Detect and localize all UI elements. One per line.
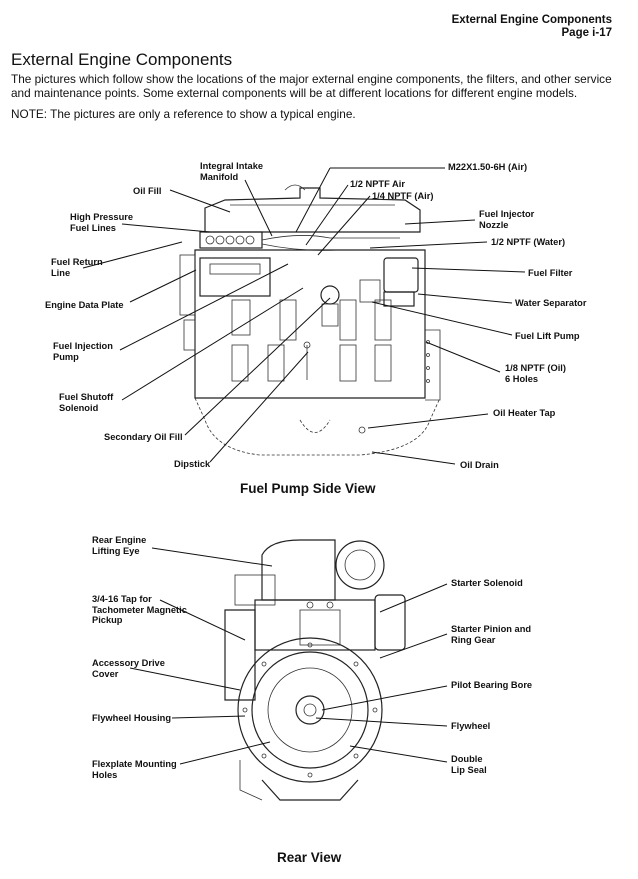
label-m22-air: M22X1.50-6H (Air) — [448, 162, 528, 172]
rear-view-engine-drawing — [224, 539, 406, 801]
label-half-nptf-air: 1/2 NPTF Air — [350, 179, 405, 189]
note-paragraph: NOTE: The pictures are only a reference … — [11, 107, 356, 121]
rear-view-leader-lines — [129, 547, 448, 765]
label-flywheel: Flywheel — [451, 721, 491, 731]
label-eighth-nptf-oil: 1/8 NPTF (Oil)6 Holes — [505, 363, 566, 384]
side-view-engine-drawing — [179, 184, 441, 456]
label-half-nptf-water: 1/2 NPTF (Water) — [491, 237, 566, 247]
label-fuel-filter: Fuel Filter — [528, 268, 573, 278]
label-engine-data-plate: Engine Data Plate — [45, 300, 124, 310]
caption-fuel-pump-side-view: Fuel Pump Side View — [240, 481, 376, 496]
label-starter-solenoid: Starter Solenoid — [451, 578, 523, 588]
label-secondary-oil-fill: Secondary Oil Fill — [104, 432, 183, 442]
caption-rear-view: Rear View — [277, 850, 342, 865]
label-oil-heater-tap: Oil Heater Tap — [493, 408, 556, 418]
label-water-separator: Water Separator — [515, 298, 587, 308]
label-oil-fill: Oil Fill — [133, 186, 162, 196]
label-oil-drain: Oil Drain — [460, 460, 499, 470]
header-page-number: Page i-17 — [561, 27, 613, 39]
header-section-title: External Engine Components — [451, 14, 612, 26]
label-flywheel-housing: Flywheel Housing — [92, 713, 172, 723]
intro-paragraph: The pictures which follow show the locat… — [11, 72, 612, 100]
side-view-leader-lines — [82, 167, 526, 465]
label-quarter-nptf-air: 1/4 NPTF (Air) — [372, 191, 434, 201]
label-fuel-lift-pump: Fuel Lift Pump — [515, 331, 580, 341]
page-title: External Engine Components — [11, 50, 233, 69]
label-pilot-bearing-bore: Pilot Bearing Bore — [451, 680, 533, 690]
label-dipstick: Dipstick — [174, 459, 211, 469]
running-header: External Engine Components Page i-17 — [452, 14, 612, 40]
